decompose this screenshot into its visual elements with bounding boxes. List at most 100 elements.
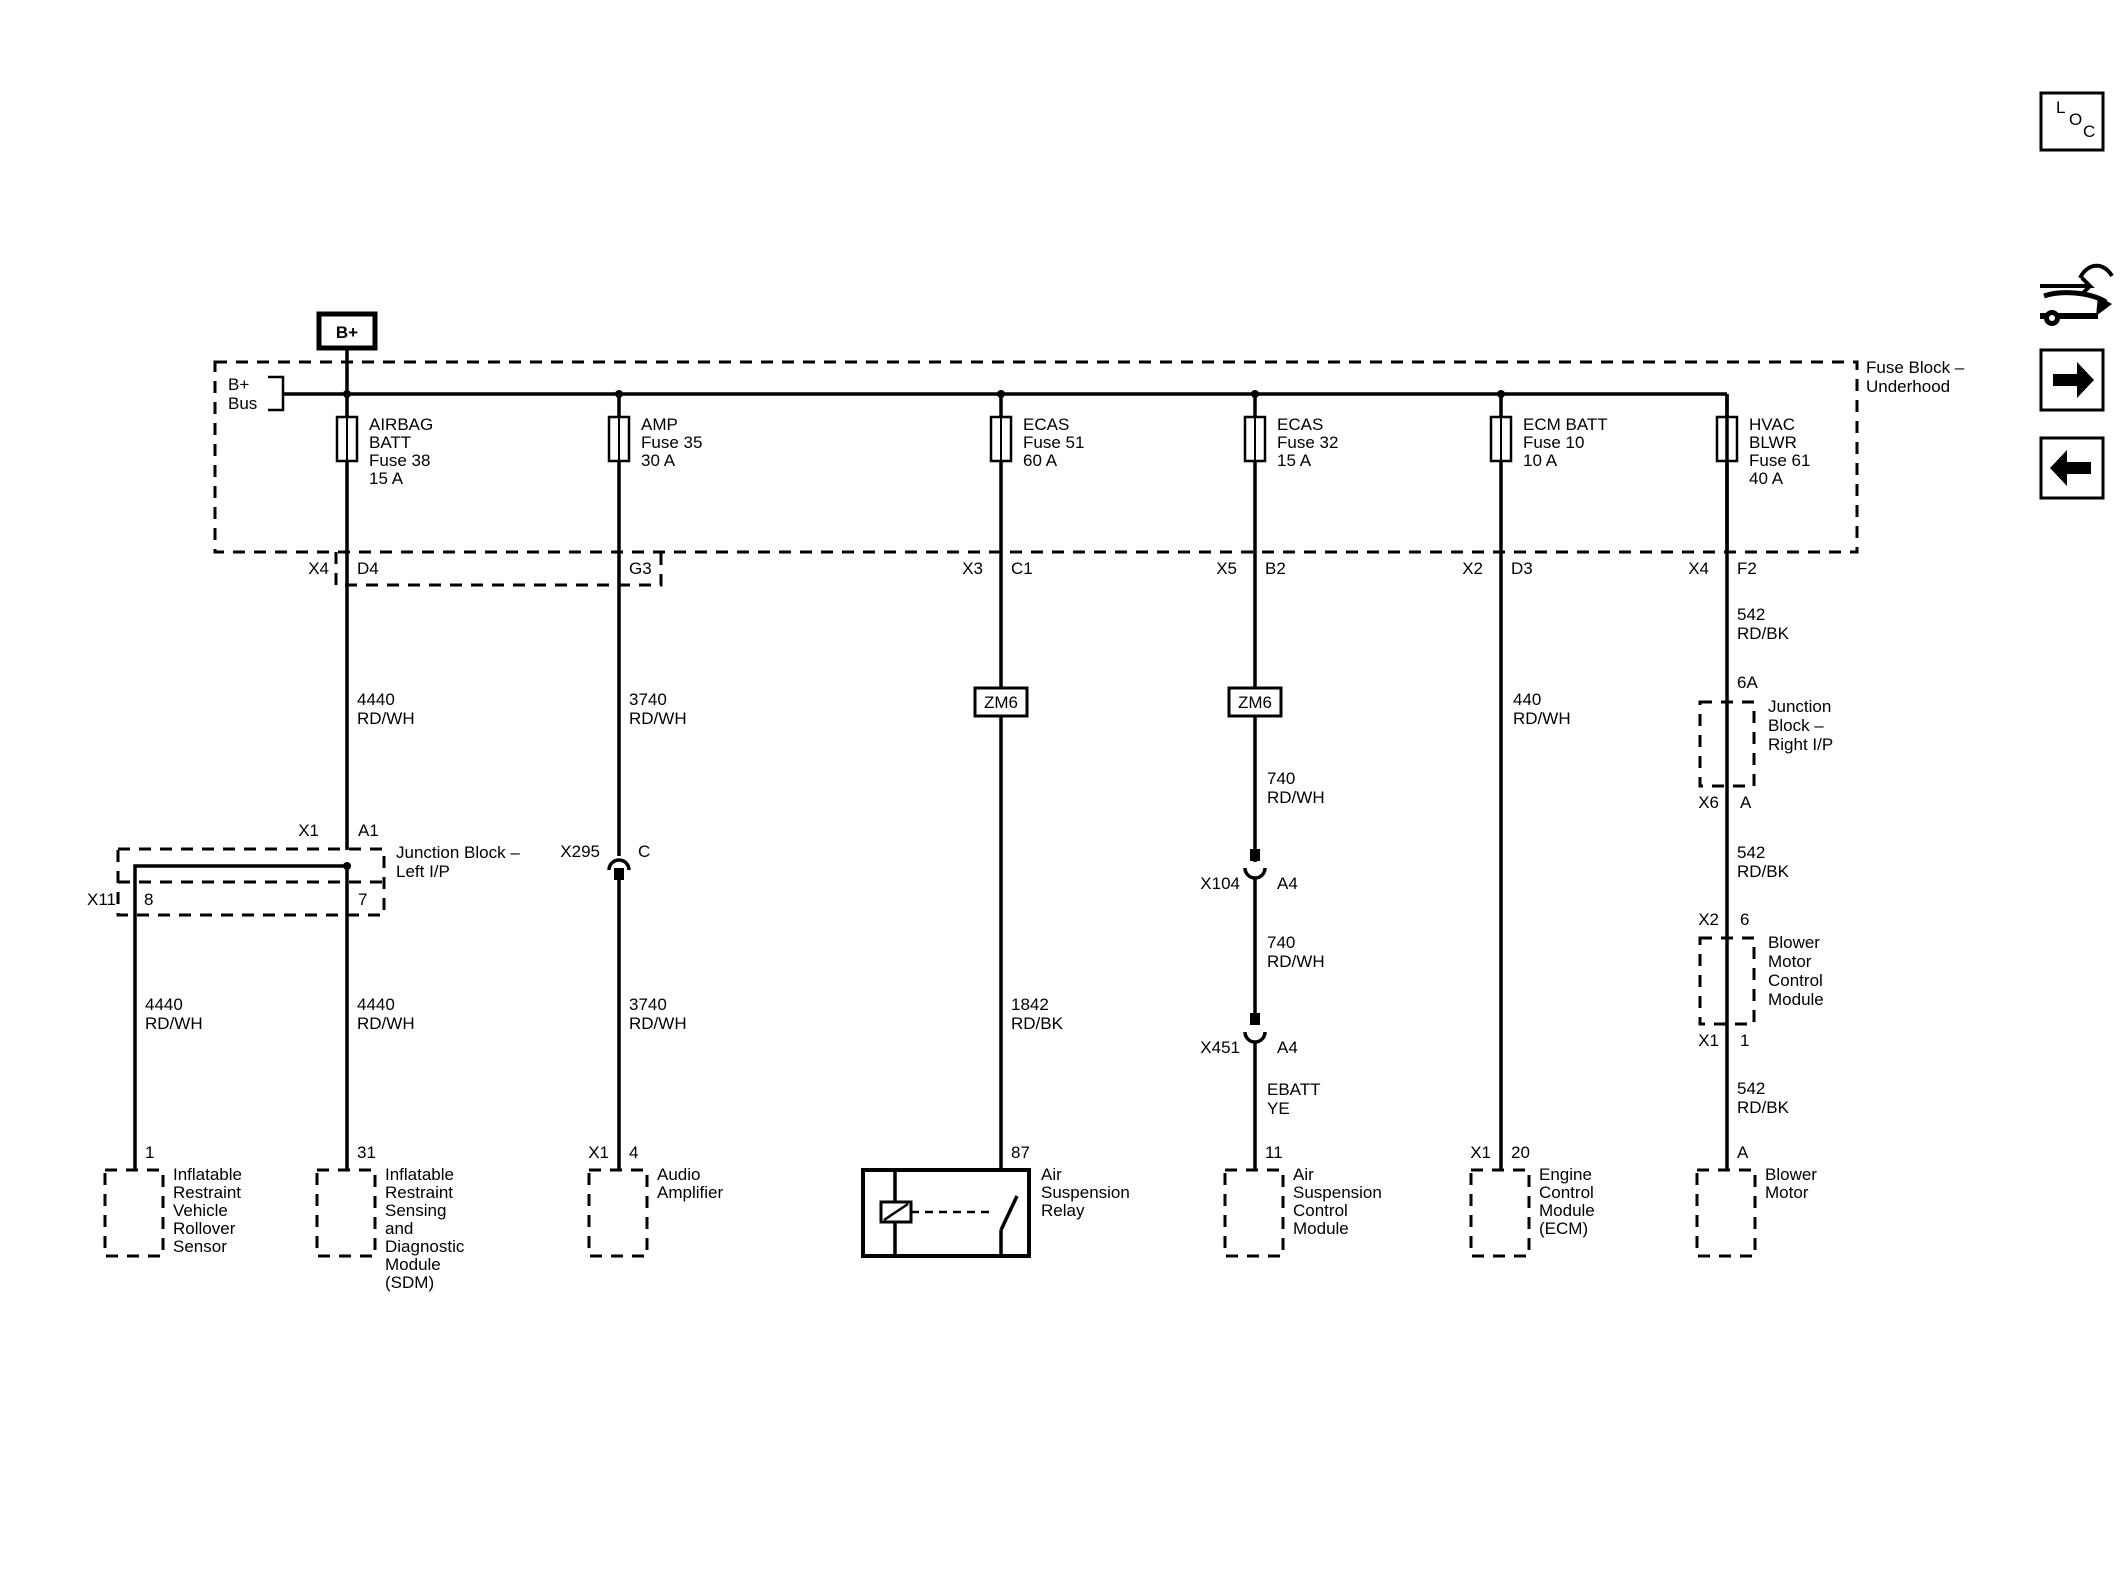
component-6-label: (ECM) xyxy=(1539,1219,1588,1238)
component-4-label: Suspension xyxy=(1041,1183,1130,1202)
bmcm-conn-bot: X1 xyxy=(1698,1031,1719,1050)
bmcm-conn-top: X2 xyxy=(1698,910,1719,929)
component-6-box xyxy=(1469,1168,1531,1258)
svg-text:L: L xyxy=(2056,98,2065,117)
jb-right-pin-top: 6A xyxy=(1737,673,1758,692)
fuse-5-connector: X2 xyxy=(1462,559,1483,578)
fuse-4-label: 15 A xyxy=(1277,451,1312,470)
wire-3740-top-color: RD/WH xyxy=(629,709,687,728)
wire-ebatt-num: EBATT xyxy=(1267,1080,1321,1099)
connector-x104 xyxy=(1243,867,1267,880)
component-3-label: Amplifier xyxy=(657,1183,723,1202)
wire-740-mid-num: 740 xyxy=(1267,933,1295,952)
fuse-4-label: ECAS xyxy=(1277,415,1323,434)
component-1-pin: 1 xyxy=(145,1143,154,1162)
fuse-5-label: 10 A xyxy=(1523,451,1558,470)
bus-label-1: B+ xyxy=(228,375,249,394)
fuse-6-label: HVAC xyxy=(1749,415,1795,434)
wire-3740-bot-color: RD/WH xyxy=(629,1014,687,1033)
wire-4440-left-color: RD/WH xyxy=(145,1014,203,1033)
fuse-2-label: Fuse 35 xyxy=(641,433,702,452)
component-6-pin: 20 xyxy=(1511,1143,1530,1162)
splice-zm6-b xyxy=(1227,686,1283,718)
fuse-6-connector: X4 xyxy=(1688,559,1709,578)
component-2-label: and xyxy=(385,1219,413,1238)
wire-440-color: RD/WH xyxy=(1513,709,1571,728)
jb-left-conn-bot: X11 xyxy=(87,890,116,909)
fuse-1-connector: X4 xyxy=(308,559,329,578)
wire-4440-right-num: 4440 xyxy=(357,995,395,1014)
wire-4440-top-num: 4440 xyxy=(357,690,395,709)
fuse-3-label: 60 A xyxy=(1023,451,1058,470)
wire-1842-num: 1842 xyxy=(1011,995,1049,1014)
wire-1842-color: RD/BK xyxy=(1011,1014,1064,1033)
x295-conn: X295 xyxy=(560,842,600,861)
component-1: 1InflatableRestraintVehicleRolloverSenso… xyxy=(103,1143,242,1258)
component-4-label: Air xyxy=(1041,1165,1062,1184)
component-3-connector: X1 xyxy=(588,1143,609,1162)
x104-pin: A4 xyxy=(1277,874,1298,893)
connector-x295 xyxy=(607,858,631,871)
fuse-block-label-2: Underhood xyxy=(1866,377,1950,396)
fuse-6-label: Fuse 61 xyxy=(1749,451,1810,470)
fuse-1-label: 15 A xyxy=(369,469,404,488)
component-6-label: Engine xyxy=(1539,1165,1592,1184)
fuse-1-label: BATT xyxy=(369,433,411,452)
component-1-label: Sensor xyxy=(173,1237,227,1256)
component-4-pin: 87 xyxy=(1011,1143,1030,1162)
wire-ebatt-color: YE xyxy=(1267,1099,1290,1118)
fuse-3-label: ECAS xyxy=(1023,415,1069,434)
junction-block-right-ip xyxy=(1698,700,1756,788)
bplus-label: B+ xyxy=(336,323,358,342)
fuse-5-pin: D3 xyxy=(1511,559,1533,578)
x295-pin: C xyxy=(638,842,650,861)
fuse-4-pin: B2 xyxy=(1265,559,1286,578)
component-6-label: Control xyxy=(1539,1183,1594,1202)
wire-3740-top-num: 3740 xyxy=(629,690,667,709)
wrench-harness-icon[interactable] xyxy=(2040,263,2114,326)
wire-542-mid-num: 542 xyxy=(1737,843,1765,862)
component-5-pin: 11 xyxy=(1265,1143,1283,1162)
component-2-label: Module xyxy=(385,1255,441,1274)
x104-conn: X104 xyxy=(1200,874,1240,893)
component-1-box xyxy=(103,1168,165,1258)
wire-542-top-num: 542 xyxy=(1737,605,1765,624)
arrow-right-icon[interactable] xyxy=(2039,348,2105,412)
component-2-label: Sensing xyxy=(385,1201,446,1220)
fuse-6-pin: F2 xyxy=(1737,559,1757,578)
splice-zm6-a-label: ZM6 xyxy=(984,693,1018,712)
component-5-box xyxy=(1223,1168,1285,1258)
jb-left-label-1: Junction Block – xyxy=(396,843,520,862)
wire-740-mid-color: RD/WH xyxy=(1267,952,1325,971)
component-3-label: Audio xyxy=(657,1165,700,1184)
fuse-1-pin: D4 xyxy=(357,559,379,578)
fuse-6-label: BLWR xyxy=(1749,433,1797,452)
fuse-5-label: ECM BATT xyxy=(1523,415,1608,434)
component-2-label: Inflatable xyxy=(385,1165,454,1184)
loc-icon[interactable]: L O C xyxy=(2039,91,2105,152)
x451-pin: A4 xyxy=(1277,1038,1298,1057)
blower-motor-control-module xyxy=(1698,936,1756,1026)
component-7-label: Motor xyxy=(1765,1183,1809,1202)
jb-right-label-2: Block – xyxy=(1768,716,1824,735)
wire-4440-top-color: RD/WH xyxy=(357,709,415,728)
svg-text:O: O xyxy=(2069,110,2082,129)
wire-4440-right-color: RD/WH xyxy=(357,1014,415,1033)
fuse-block-label-1: Fuse Block – xyxy=(1866,358,1965,377)
component-2: 31InflatableRestraintSensingandDiagnosti… xyxy=(315,1143,465,1292)
splice-zm6-b-label: ZM6 xyxy=(1238,693,1272,712)
wire-542-top-color: RD/BK xyxy=(1737,624,1790,643)
component-2-label: Diagnostic xyxy=(385,1237,465,1256)
fuse-1-label: Fuse 38 xyxy=(369,451,430,470)
arrow-left-icon[interactable] xyxy=(2039,436,2105,500)
component-7-box xyxy=(1695,1168,1757,1258)
component-1-label: Vehicle xyxy=(173,1201,228,1220)
fuse-2-label: 30 A xyxy=(641,451,676,470)
component-5-label: Module xyxy=(1293,1219,1349,1238)
